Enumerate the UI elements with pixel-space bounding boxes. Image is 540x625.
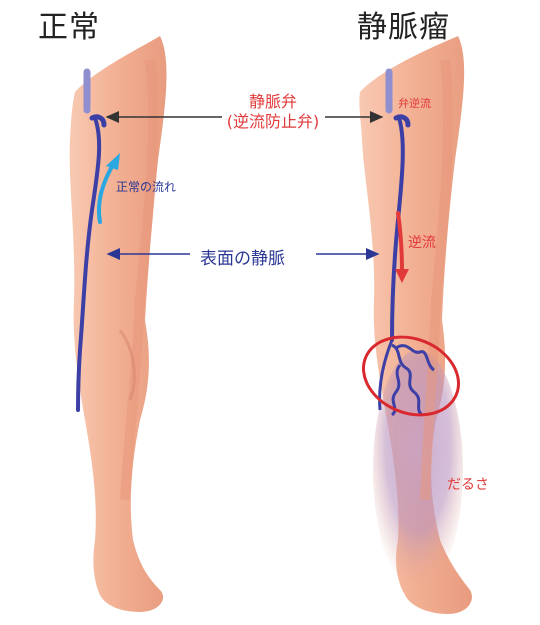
normal-flow-label: 正常の流れ <box>116 180 177 194</box>
normal-surface-vein <box>76 68 107 412</box>
valve-subtitle: (逆流防止弁) <box>226 112 320 131</box>
surface-vein-label: 表面の静脈 <box>200 249 285 269</box>
valve-label: 静脈弁 <box>248 92 297 111</box>
reflux-arrowhead <box>395 269 409 283</box>
varicose-title: 静脈瘤 <box>357 10 450 45</box>
normal-title: 正常 <box>38 10 100 45</box>
heaviness-label: だるさ <box>447 477 489 493</box>
normal-leg <box>69 36 167 612</box>
reflux-label: 逆流 <box>408 235 436 251</box>
varicose-leg <box>359 36 472 614</box>
valve-reflux-label: 弁逆流 <box>398 97 431 110</box>
normal-flow-arrowhead <box>106 153 120 170</box>
varicose-region-circle <box>362 335 460 417</box>
reflux-arrow <box>396 211 404 274</box>
